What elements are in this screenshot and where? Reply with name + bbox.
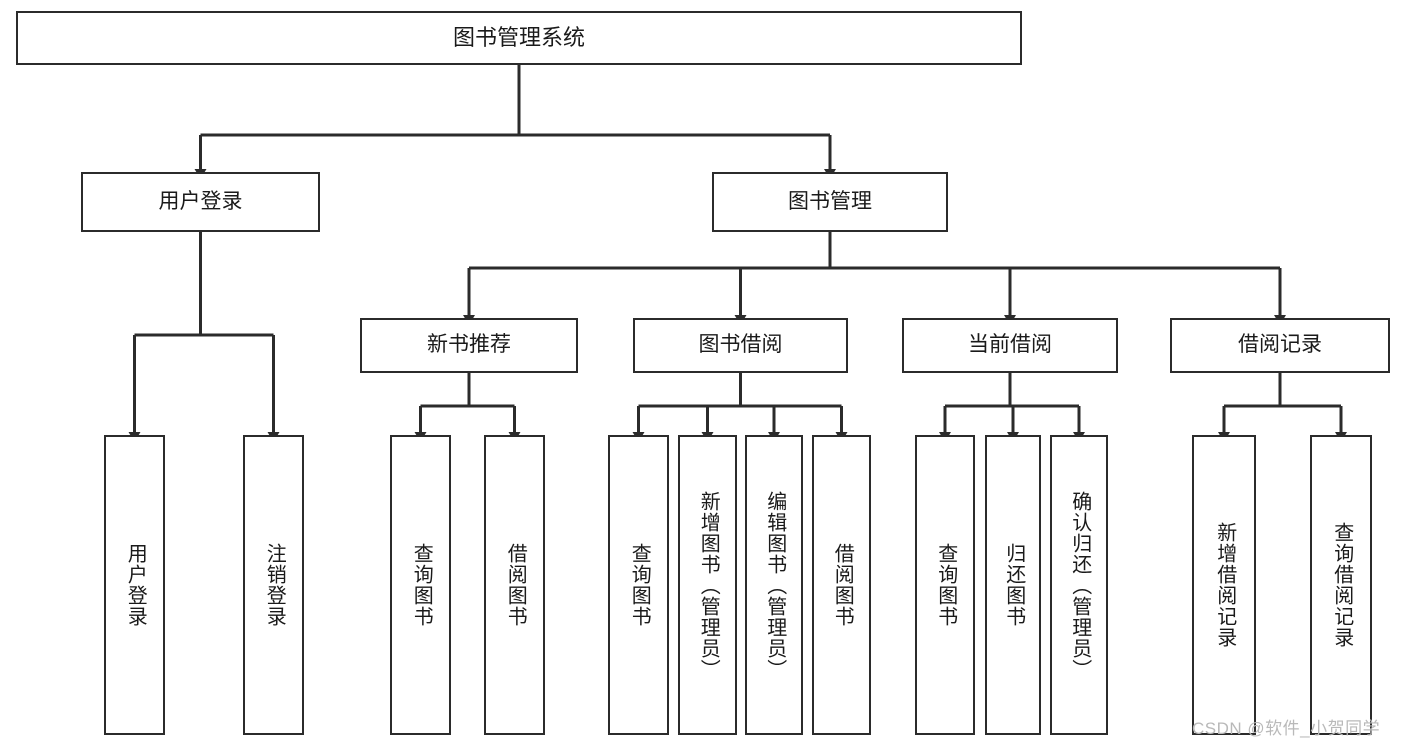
node-label-leaf-edit-book: 编辑图书（管理员） bbox=[763, 490, 786, 680]
node-new-book-rec: 新书推荐 bbox=[360, 318, 578, 373]
node-label-leaf-query-book-3: 查询图书 bbox=[934, 543, 957, 627]
node-label-leaf-user-logout: 注销登录 bbox=[263, 543, 286, 627]
node-label-leaf-return-book: 归还图书 bbox=[1002, 543, 1025, 627]
node-label-book-borrow: 图书借阅 bbox=[698, 333, 783, 357]
node-label-leaf-add-record: 新增借阅记录 bbox=[1213, 522, 1236, 648]
node-label-leaf-confirm-return: 确认归还（管理员） bbox=[1068, 490, 1091, 680]
node-leaf-confirm-return: 确认归还（管理员） bbox=[1050, 435, 1108, 735]
node-label-root: 图书管理系统 bbox=[452, 25, 585, 51]
node-label-leaf-user-login: 用户登录 bbox=[124, 543, 147, 627]
node-label-leaf-add-book: 新增图书（管理员） bbox=[697, 490, 720, 680]
node-label-leaf-query-record: 查询借阅记录 bbox=[1330, 522, 1353, 648]
node-label-book-manage: 图书管理 bbox=[788, 189, 872, 213]
node-book-manage: 图书管理 bbox=[712, 172, 948, 232]
node-label-leaf-borrow-book-2: 借阅图书 bbox=[831, 543, 854, 627]
node-leaf-borrow-book-2: 借阅图书 bbox=[812, 435, 871, 735]
watermark: CSDN @软件_小贺同学 bbox=[1192, 719, 1381, 738]
node-label-current-borrow: 当前借阅 bbox=[968, 333, 1052, 357]
node-leaf-add-book: 新增图书（管理员） bbox=[678, 435, 737, 735]
node-label-user-login: 用户登录 bbox=[158, 189, 243, 213]
node-book-borrow: 图书借阅 bbox=[633, 318, 848, 373]
node-leaf-add-record: 新增借阅记录 bbox=[1192, 435, 1256, 735]
node-current-borrow: 当前借阅 bbox=[902, 318, 1118, 373]
node-label-borrow-record: 借阅记录 bbox=[1238, 333, 1322, 357]
node-leaf-query-book-1: 查询图书 bbox=[390, 435, 451, 735]
node-leaf-query-book-3: 查询图书 bbox=[915, 435, 975, 735]
node-leaf-user-login: 用户登录 bbox=[104, 435, 165, 735]
edge-group bbox=[128, 65, 1347, 442]
node-leaf-query-book-2: 查询图书 bbox=[608, 435, 669, 735]
node-label-leaf-query-book-2: 查询图书 bbox=[628, 543, 651, 627]
node-label-leaf-query-book-1: 查询图书 bbox=[410, 543, 433, 627]
node-label-leaf-borrow-book-1: 借阅图书 bbox=[504, 543, 527, 627]
node-leaf-borrow-book-1: 借阅图书 bbox=[484, 435, 545, 735]
node-label-new-book-rec: 新书推荐 bbox=[427, 333, 511, 357]
node-user-login: 用户登录 bbox=[81, 172, 320, 232]
node-leaf-query-record: 查询借阅记录 bbox=[1310, 435, 1372, 735]
node-leaf-return-book: 归还图书 bbox=[985, 435, 1041, 735]
node-borrow-record: 借阅记录 bbox=[1170, 318, 1390, 373]
node-leaf-edit-book: 编辑图书（管理员） bbox=[745, 435, 803, 735]
node-leaf-user-logout: 注销登录 bbox=[243, 435, 304, 735]
node-root: 图书管理系统 bbox=[16, 11, 1022, 65]
